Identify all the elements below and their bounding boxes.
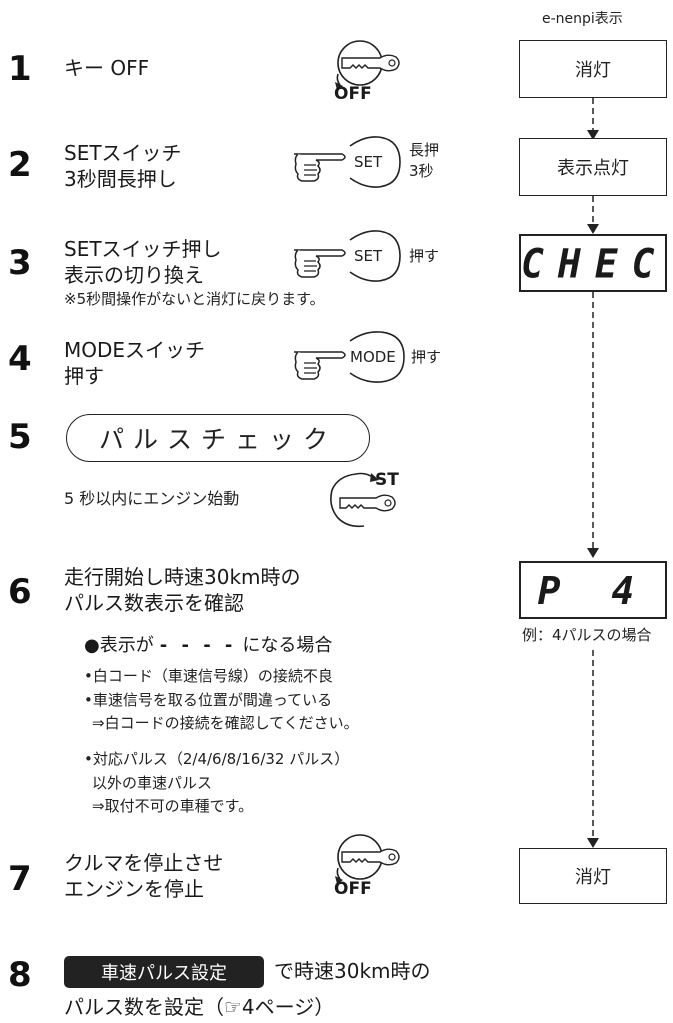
finger-press-icon bbox=[294, 351, 346, 380]
set-button-shape bbox=[349, 230, 401, 282]
vehicle-pulse-setting-badge: 車速パルス設定 bbox=[64, 956, 264, 988]
set-button-shape bbox=[349, 136, 401, 188]
bullet-3: •対応パルス（2/4/6/8/16/32 パルス） bbox=[84, 750, 350, 768]
step-7-line1: クルマを停止させ bbox=[64, 851, 224, 875]
step-2-side1: 長押 bbox=[409, 141, 440, 159]
pulse-example-caption: 例：4パルスの場合 bbox=[522, 626, 652, 644]
step-7-number: 7 bbox=[8, 859, 32, 899]
flow-arrow-long bbox=[587, 650, 599, 848]
display-state-lit: 表示点灯 bbox=[519, 138, 667, 196]
key-off-icon bbox=[335, 834, 400, 884]
step-2-line1: SETスイッチ bbox=[64, 141, 182, 165]
key-off-icon bbox=[335, 40, 400, 90]
step-3-line1: SETスイッチ押し bbox=[64, 237, 222, 261]
segment-text-p4: P 4 bbox=[537, 569, 649, 613]
segment-text-chec: CHEC bbox=[521, 240, 669, 288]
step-5-text: 5 秒以内にエンジン始動 bbox=[64, 489, 240, 508]
step-4-number: 4 bbox=[8, 339, 32, 379]
step-6-line2: パルス数表示を確認 bbox=[64, 591, 244, 615]
step-5-number: 5 bbox=[8, 417, 32, 457]
step-2-side2: 3秒 bbox=[409, 162, 434, 180]
bullet-2: •車速信号を取る位置が間違っている bbox=[84, 691, 333, 709]
case-prefix: ●表示が bbox=[84, 635, 154, 656]
bullet-2-sub: ⇒白コードの接続を確認してください。 bbox=[92, 714, 359, 732]
step-6-number: 6 bbox=[8, 572, 32, 612]
display-state-off: 消灯 bbox=[519, 40, 667, 98]
key-off-label: OFF bbox=[334, 84, 372, 104]
step-8-line1: で時速30km時の bbox=[274, 959, 431, 983]
set-button-label: SET bbox=[354, 247, 383, 265]
step-6-case: ●表示が- - - -になる場合 bbox=[84, 631, 332, 657]
mode-button-label: MODE bbox=[350, 348, 396, 366]
key-start-icon bbox=[330, 472, 396, 528]
display-state-off-final: 消灯 bbox=[519, 848, 667, 904]
segment-display-chec: CHEC bbox=[519, 234, 667, 292]
finger-press-icon bbox=[294, 153, 346, 182]
bullet-1: •白コード（車速信号線）の接続不良 bbox=[84, 667, 333, 685]
case-suffix: になる場合 bbox=[242, 635, 333, 656]
step-1-number: 1 bbox=[8, 49, 32, 89]
step-8-line2: パルス数を設定（☞4ページ） bbox=[64, 995, 335, 1019]
step-4-line2: 押す bbox=[64, 364, 104, 388]
display-column-header: e-nenpi表示 bbox=[542, 11, 623, 27]
flow-arrow bbox=[587, 196, 599, 234]
bullet-3-line2: 以外の車速パルス bbox=[92, 774, 213, 792]
step-3-note: ※5秒間操作がないと消灯に戻ります。 bbox=[64, 290, 325, 308]
key-off-label: OFF bbox=[334, 879, 372, 899]
step-2-number: 2 bbox=[8, 145, 32, 185]
key-start-label: ST bbox=[375, 470, 399, 490]
segment-display-p4: P 4 bbox=[519, 561, 667, 619]
mode-button-shape bbox=[349, 331, 405, 383]
step-3-line2: 表示の切り換え bbox=[64, 263, 204, 287]
flow-arrow bbox=[587, 98, 599, 140]
set-button-label: SET bbox=[354, 153, 383, 171]
step-4-line1: MODEスイッチ bbox=[64, 338, 206, 362]
case-dashes: - - - - bbox=[159, 635, 237, 656]
step-4-side1: 押す bbox=[411, 348, 442, 366]
pulse-check-pill: パルスチェック bbox=[66, 414, 370, 462]
bullet-3-sub: ⇒取付不可の車種です。 bbox=[92, 797, 254, 815]
step-2-line2: 3秒間長押し bbox=[64, 167, 177, 191]
flow-arrow-long bbox=[587, 292, 599, 558]
step-3-number: 3 bbox=[8, 243, 32, 283]
step-8-number: 8 bbox=[8, 955, 32, 995]
finger-press-icon bbox=[294, 249, 346, 278]
step-7-line2: エンジンを停止 bbox=[64, 877, 204, 901]
step-1-text: キー OFF bbox=[64, 56, 150, 80]
step-3-side1: 押す bbox=[409, 247, 440, 265]
step-6-line1: 走行開始し時速30km時の bbox=[64, 565, 301, 589]
